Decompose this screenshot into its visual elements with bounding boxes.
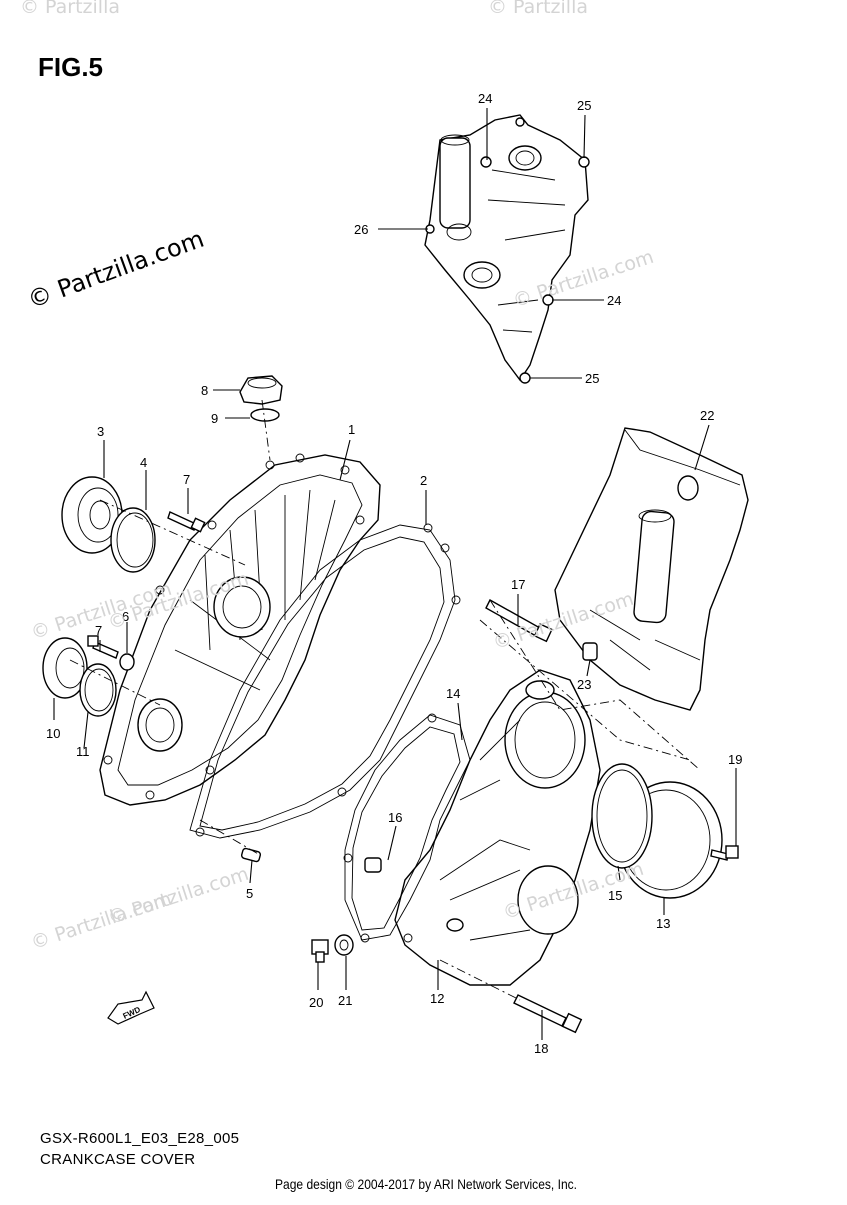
callout-7-upper: 7: [183, 472, 190, 487]
figure-title: FIG.5: [38, 52, 104, 82]
callout-18: 18: [534, 1041, 548, 1056]
callout-24-top: 24: [478, 91, 492, 106]
callout-22: 22: [700, 408, 714, 423]
callout-17: 17: [511, 577, 525, 592]
forward-direction-arrow: FWD: [107, 990, 155, 1025]
watermark-text: © Partzilla: [20, 0, 121, 18]
leader-lines: [53, 108, 737, 1040]
callout-12: 12: [430, 991, 444, 1006]
callout-19: 19: [728, 752, 742, 767]
callout-7-lower: 7: [95, 623, 102, 638]
watermark-text: © Partzilla: [488, 0, 589, 18]
small-parts-right: [311, 599, 739, 1034]
model-code: GSX-R600L1_E03_E28_005: [40, 1130, 240, 1147]
callout-23: 23: [577, 677, 591, 692]
callout-25-bottom: 25: [585, 371, 599, 386]
clutch-cover-assembly: [554, 427, 749, 711]
page-credit: Page design © 2004-2017 by ARI Network S…: [275, 1176, 578, 1192]
callout-5: 5: [246, 886, 253, 901]
callout-10: 10: [46, 726, 60, 741]
gear-cover: [394, 669, 601, 986]
callout-3: 3: [97, 424, 104, 439]
sprocket-cover: [424, 114, 590, 384]
gasket-gear-cover: [343, 713, 471, 943]
callout-16: 16: [388, 810, 402, 825]
callout-13: 13: [656, 916, 670, 931]
callout-14: 14: [446, 686, 460, 701]
callout-11: 11: [76, 744, 90, 759]
callout-25-top: 25: [577, 98, 591, 113]
callout-15: 15: [608, 888, 622, 903]
crankcase-cover-left: [99, 453, 381, 806]
callout-numbers: 24 25 26 24 25 8 9 1 2 3 4 7 22 17 23 6 …: [46, 91, 742, 1056]
seals-and-plugs: [42, 375, 283, 863]
callout-4: 4: [140, 455, 147, 470]
callout-6: 6: [122, 609, 129, 624]
figure-name: CRANKCASE COVER: [40, 1151, 196, 1168]
assembly-centerlines: [69, 399, 701, 1001]
callout-21: 21: [338, 993, 352, 1008]
callout-24-right: 24: [607, 293, 621, 308]
callout-2: 2: [420, 473, 427, 488]
gasket-crankcase-cover: [189, 523, 461, 839]
callout-1: 1: [348, 422, 355, 437]
callout-20: 20: [309, 995, 323, 1010]
callout-8: 8: [201, 383, 208, 398]
callout-26: 26: [354, 222, 368, 237]
callout-9: 9: [211, 411, 218, 426]
